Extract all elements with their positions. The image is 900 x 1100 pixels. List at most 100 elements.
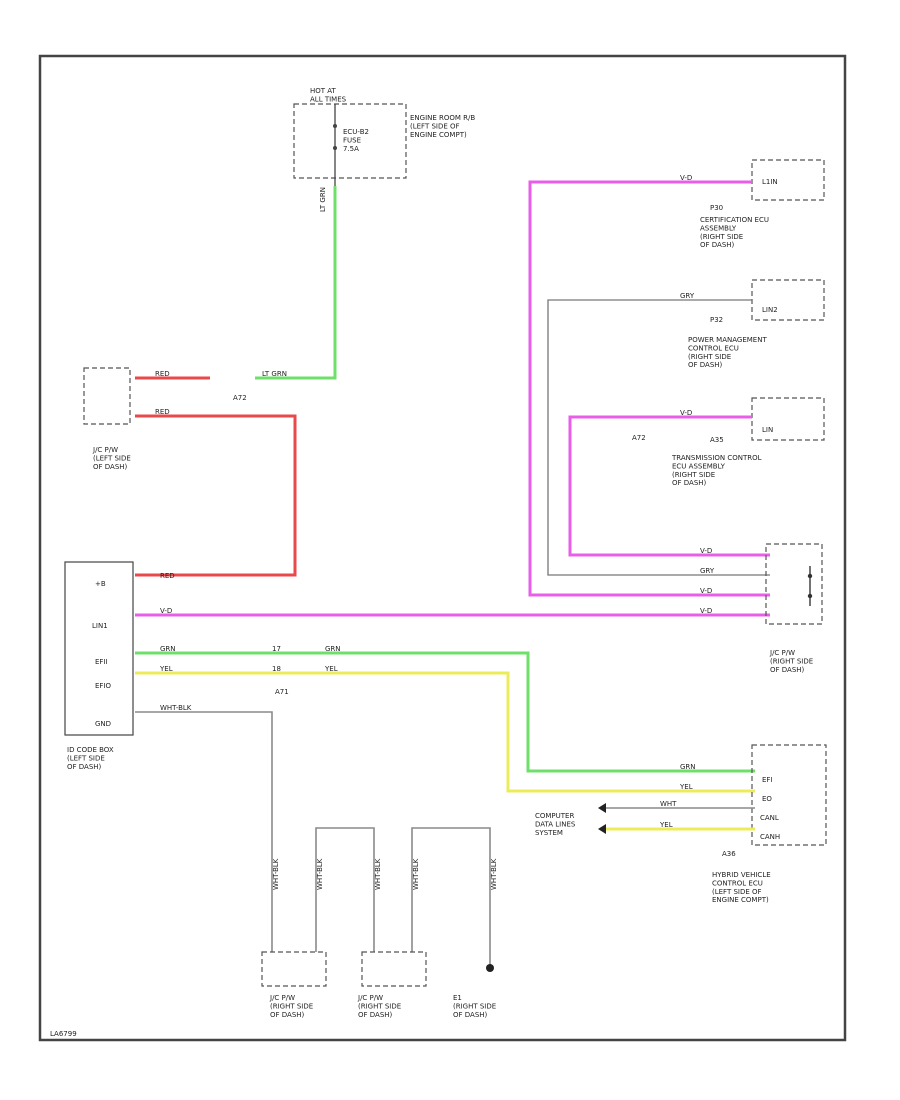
power-management-ecu-box [751,279,825,321]
certification-ecu-pin: L1IN [762,178,778,186]
lt-grn-label-a72: LT GRN [262,370,287,378]
red-wire-down-label: RED [155,408,170,416]
id-code-box [64,561,134,736]
text-line: OF DASH) [672,479,707,487]
jc-left-top-box [83,367,131,425]
text-line: OF DASH) [93,463,128,471]
red-wire-down [135,414,297,577]
efio-wire-label-1: YEL [159,665,173,673]
text-line: DATA LINES [535,820,576,828]
text-line: ASSEMBLY [700,224,737,232]
diagram-frame [38,54,847,1042]
text-line: ALL TIMES [310,95,347,103]
text-line: (RIGHT SIDE [688,353,731,361]
lt-grn-wire [255,186,337,380]
efio-wire-label-2: YEL [324,665,338,673]
bottom-wire-label-3: WHT-BLK [374,858,382,890]
bottom-jumper-2 [411,827,491,965]
a71-pin-18: 18 [272,665,281,673]
hv-ecu-pin-efi: EFI [762,776,773,784]
bottom-wire-label-2: WHT-BLK [316,858,324,890]
efio-yellow-wire [135,671,755,793]
bottom-wire-label-4: WHT-BLK [412,858,420,890]
text-line: OF DASH) [770,666,805,674]
canh-wire-label: YEL [659,821,673,829]
certification-ecu-box [751,159,825,201]
fuse-terminal-bottom [333,146,337,150]
text-line: OF DASH) [453,1011,488,1019]
power-mgmt-id: P32 [710,316,723,324]
text-line: FUSE [343,136,361,144]
text-line: (RIGHT SIDE [700,233,743,241]
text-line: SYSTEM [535,829,563,837]
bottom-jumper-1 [315,827,375,952]
id-pin-gnd: GND [95,720,111,728]
transmission-wire-label: V-D [680,409,692,417]
bottom-jc1-box [261,951,327,987]
jc-right-node-1 [807,573,813,579]
text-line: (RIGHT SIDE [770,657,813,665]
id-pin-plusb: +B [95,580,106,588]
red-wire-idbox-label: RED [160,572,175,580]
ground-e1-icon [486,964,494,972]
text-line: OF DASH) [700,241,735,249]
text-line: OF DASH) [67,763,102,771]
text-line: ENGINE COMPT) [410,131,467,139]
text-line: (RIGHT SIDE [453,1002,496,1010]
transmission-ecu-id: A35 [710,436,724,444]
id-pin-efii: EFII [95,658,108,666]
canh-arrow-icon [598,824,606,834]
hv-ecu-pin-eo: EO [762,795,772,803]
text-line: ECU ASSEMBLY [672,462,726,470]
text-line: OF DASH) [270,1011,305,1019]
certification-wire-label: V-D [680,174,692,182]
hv-wire-efi-label: GRN [680,763,696,771]
id-pin-efio: EFIO [95,682,112,690]
hv-ecu-pin-canh: CANH [760,833,780,841]
hv-wire-eo-label: YEL [679,783,693,791]
text-line: (RIGHT SIDE [672,471,715,479]
power-mgmt-wire-label: GRY [680,292,695,300]
text-line: CONTROL ECU [688,344,739,352]
bottom-jc2-box [361,951,427,987]
figure-id: LA6799 [50,1030,77,1038]
text-line: (RIGHT SIDE [270,1002,313,1010]
hv-ecu-box [751,744,827,846]
bottom-wire-label-1: WHT-BLK [272,858,280,890]
jc-right-node-2 [807,593,813,599]
hv-ecu-pin-canl: CANL [760,814,779,822]
certification-ecu-id: P30 [710,204,723,212]
power-mgmt-lin-wire [547,299,770,576]
id-pin-lin1: LIN1 [92,622,108,630]
jc-right-wire-4: V-D [700,607,712,615]
engine-room-rb-box [293,103,407,179]
lt-grn-wire-label: LT GRN [319,187,327,212]
transmission-ecu-box [751,397,825,441]
gnd-wire-label: WHT-BLK [160,704,192,712]
jc-right-box [765,543,823,625]
text-line: OF DASH) [688,361,723,369]
text-line: (LEFT SIDE OF [410,122,460,130]
a71-conn-label: A71 [275,688,289,696]
power-mgmt-pin: LIN2 [762,306,778,314]
transmission-conn-label: A72 [632,434,646,442]
certification-lin-wire [528,180,770,597]
text-line: OF DASH) [358,1011,393,1019]
fuse-terminal-top [333,124,337,128]
canl-wire-label: WHT [660,800,677,808]
jc-right-wire-1: V-D [700,547,712,555]
text-line: CONTROL ECU [712,879,763,887]
